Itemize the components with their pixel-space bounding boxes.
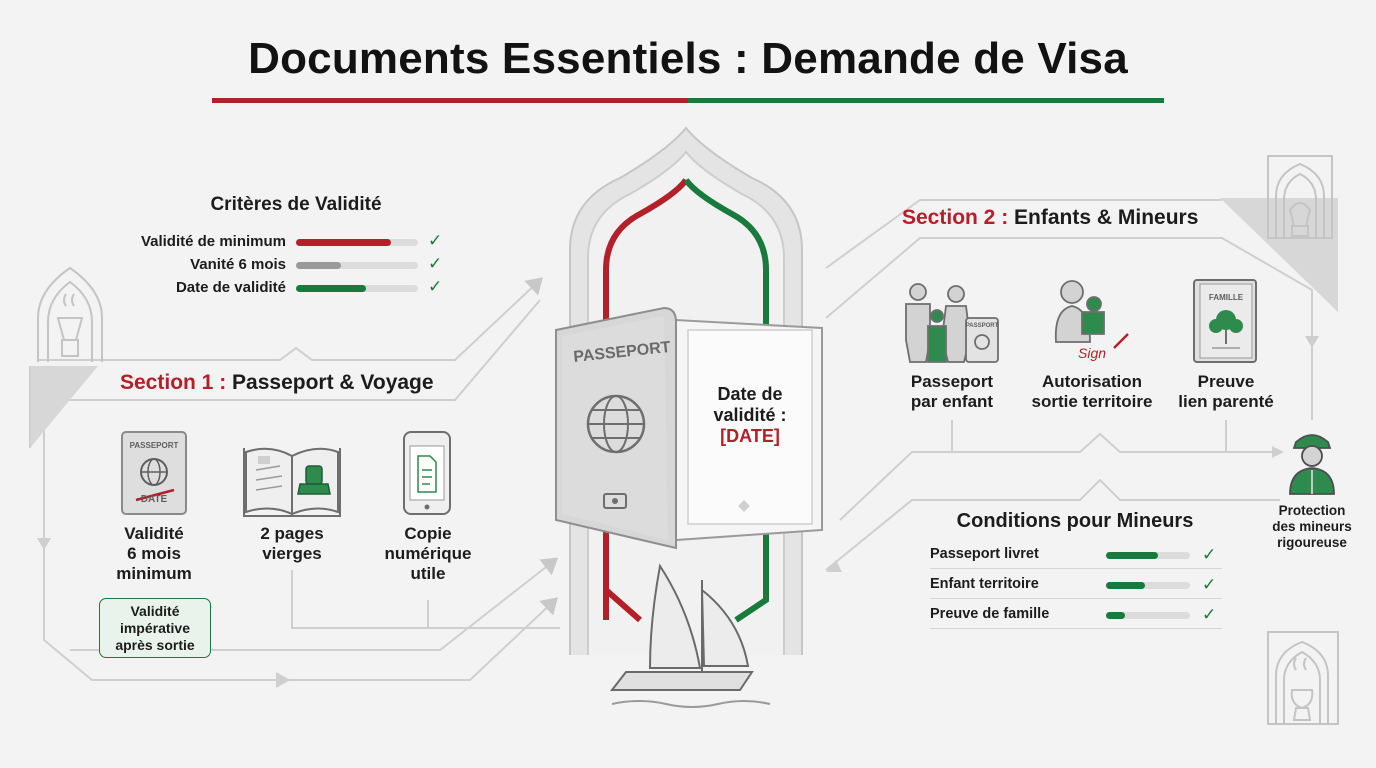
- criteria-row: Date de validité ✓: [60, 277, 480, 298]
- criteria-row-track: [296, 285, 418, 292]
- right-flow-lines: [825, 199, 1313, 571]
- signature-text: Sign: [1078, 345, 1106, 361]
- criteria-row-label: Validité de minimum: [140, 233, 286, 250]
- parent-child-signature-icon: [1054, 280, 1129, 349]
- condition-row-fill: [1106, 612, 1126, 619]
- passport-small-title: PASSEPORT: [130, 441, 179, 450]
- criteria-row-label: Vanité 6 mois: [190, 256, 286, 273]
- page-title: Documents Essentiels : Demande de Visa: [248, 34, 1128, 83]
- family-tree-book-icon: [1193, 279, 1257, 363]
- condition-row-track: [1106, 552, 1190, 559]
- family-book-title: FAMILLE: [1209, 293, 1244, 302]
- condition-row: Preuve de famille ✓: [930, 601, 1222, 629]
- passport-validity-date: [DATE]: [720, 426, 780, 446]
- passport-validity-text: Date de validité : [DATE]: [694, 384, 806, 447]
- criteria-row-fill: [296, 262, 342, 269]
- criteria-row-fill: [296, 285, 366, 292]
- central-passport-icon: [555, 306, 823, 550]
- left-band: [30, 366, 98, 448]
- right-flow-arrows: [826, 336, 1319, 572]
- check-icon: ✓: [1202, 545, 1217, 564]
- condition-row-label: Enfant territoire: [930, 576, 1039, 592]
- check-icon: ✓: [428, 254, 443, 273]
- criteria-row-track: [296, 262, 418, 269]
- family-passport-title: PASSPORT: [966, 323, 999, 329]
- item-caption-copy: Copie numérique utile: [384, 524, 472, 583]
- condition-row: Passeport livret ✓: [930, 541, 1222, 569]
- condition-row-label: Preuve de famille: [930, 606, 1050, 622]
- condition-row-track: [1106, 612, 1190, 619]
- item-caption-parent-proof: Preuve lien parenté: [1178, 372, 1274, 411]
- condition-row-fill: [1106, 552, 1159, 559]
- passport-validity-label: Date de validité :: [713, 384, 787, 425]
- dhow-boat-icon: [609, 563, 771, 708]
- item-caption-authorization: Autorisation sortie territoire: [1031, 372, 1153, 411]
- section2-label: Section 2 :: [902, 206, 1009, 229]
- officer-icon: [1289, 434, 1335, 495]
- condition-row-fill: [1106, 582, 1146, 589]
- passport-small-icon: [121, 431, 187, 515]
- open-passport-stamp-icon: [243, 447, 341, 517]
- conditions-title: Conditions pour Mineurs: [956, 510, 1194, 532]
- family-passport-icon: [905, 283, 999, 363]
- item-caption-pages: 2 pages vierges: [260, 524, 324, 563]
- criteria-row-fill: [296, 239, 392, 246]
- passport-small-stamp: DATE: [141, 494, 168, 505]
- condition-row-label: Passeport livret: [930, 546, 1039, 562]
- validity-note: Validité impérative après sortie: [99, 598, 211, 658]
- item-caption-validity: Validité 6 mois minimum: [116, 524, 192, 583]
- check-icon: ✓: [428, 231, 443, 250]
- section2-title: Enfants & Mineurs: [1014, 206, 1199, 229]
- criteria-row: Vanité 6 mois ✓: [60, 254, 480, 275]
- criteria-row-label: Date de validité: [175, 279, 286, 296]
- lantern-arch-right-top: [1267, 155, 1333, 239]
- condition-row: Enfant territoire ✓: [930, 571, 1222, 599]
- check-icon: ✓: [428, 277, 443, 296]
- criteria-title: Critères de Validité: [210, 194, 382, 215]
- title-underline-green: [688, 98, 1164, 103]
- item-caption-child-passport: Passeport par enfant: [910, 372, 994, 411]
- left-flow-arrows: [37, 538, 290, 688]
- title-underline-red: [212, 98, 688, 103]
- lantern-arch-left: [37, 266, 103, 362]
- condition-row-track: [1106, 582, 1190, 589]
- criteria-row-track: [296, 239, 418, 246]
- lantern-arch-right-bottom: [1267, 631, 1339, 725]
- check-icon: ✓: [1202, 575, 1217, 594]
- section2-heading: Section 2 : Enfants & Mineurs: [902, 206, 1198, 230]
- section1-heading: Section 1 : Passeport & Voyage: [120, 371, 434, 395]
- protection-caption: Protection des mineurs rigoureuse: [1272, 503, 1352, 550]
- section1-label: Section 1 :: [120, 371, 227, 394]
- criteria-row: Validité de minimum ✓: [60, 231, 480, 252]
- phone-document-icon: [403, 431, 451, 515]
- check-icon: ✓: [1202, 605, 1217, 624]
- section1-title: Passeport & Voyage: [232, 371, 434, 394]
